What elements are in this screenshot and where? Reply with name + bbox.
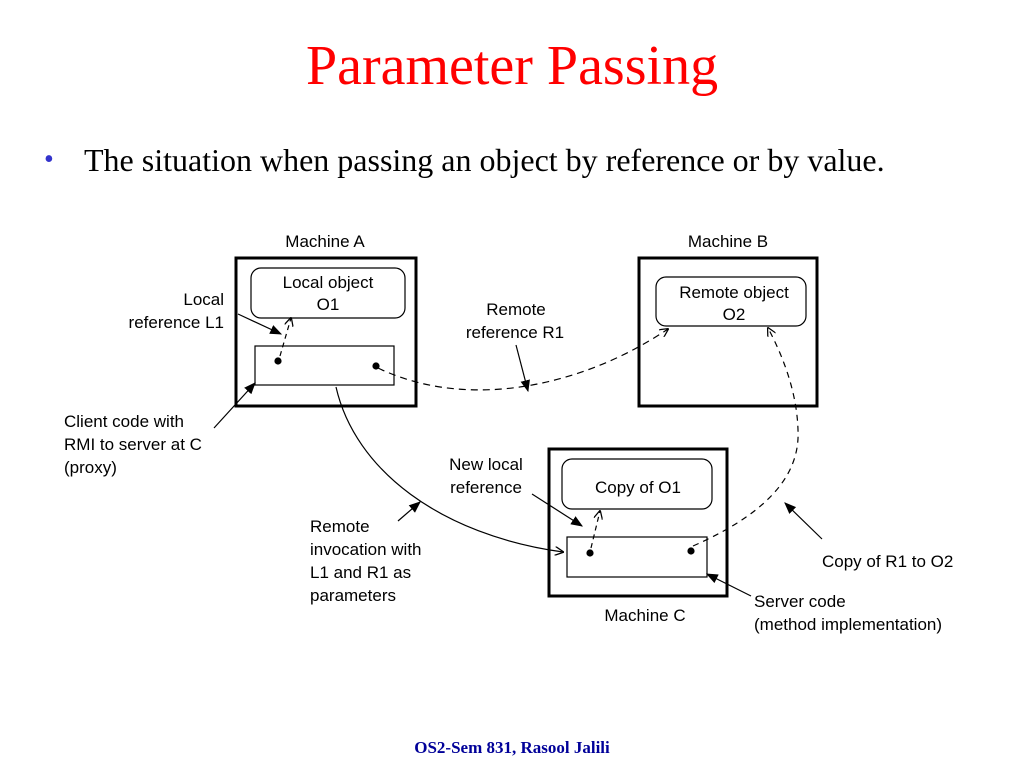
copy-r1-pointer — [784, 502, 823, 540]
local-ref-label-line1: Local — [183, 290, 224, 309]
new-local-ref-label-line2: reference — [450, 478, 522, 497]
annotation-pointers — [213, 313, 823, 597]
server-code-box — [566, 536, 708, 578]
local-object-o1-line1: Local object — [283, 273, 374, 292]
footer-credit: OS2-Sem 831, Rasool Jalili — [414, 738, 610, 757]
copy-of-o1-label: Copy of O1 — [595, 478, 681, 497]
client-code-label-line1: Client code with — [64, 412, 184, 431]
copy-r1-label: Copy of R1 to O2 — [822, 552, 953, 571]
remote-object-o2-line2: O2 — [723, 305, 746, 324]
remote-object-o2-line1: Remote object — [679, 283, 789, 302]
machine-b-label: Machine B — [688, 232, 768, 251]
remote-ref-pointer — [515, 344, 530, 393]
machine-c-label: Machine C — [604, 606, 685, 625]
remote-invocation-arrow — [335, 386, 563, 552]
client-code-label-line3: (proxy) — [64, 458, 117, 477]
client-code-label-line2: RMI to server at C — [64, 435, 202, 454]
invocation-label-line1: Remote — [310, 517, 370, 536]
machine-b: Machine B Remote object O2 — [637, 232, 819, 408]
local-object-o1-line2: O1 — [317, 295, 340, 314]
server-code-label-line2: (method implementation) — [754, 615, 942, 634]
bullet-text: The situation when passing an object by … — [84, 142, 885, 178]
machine-a-label: Machine A — [285, 232, 365, 251]
new-local-pointer — [531, 493, 584, 527]
remote-ref-label-line2: reference R1 — [466, 323, 564, 342]
proxy-ref-l1-dot — [274, 357, 282, 365]
slide-title: Parameter Passing — [305, 35, 719, 97]
server-new-ref-dot — [586, 549, 594, 557]
machine-c: Machine C Copy of O1 — [547, 447, 729, 625]
remote-ref-label-line1: Remote — [486, 300, 546, 319]
l1-to-o1-ref-arrow — [279, 318, 291, 357]
new-ref-to-copy-arrow — [590, 511, 600, 549]
invocation-pointer — [397, 501, 421, 522]
client-code-pointer — [213, 382, 256, 429]
server-code-pointer — [705, 573, 752, 597]
new-local-ref-label-line1: New local — [449, 455, 523, 474]
machine-b-box — [637, 256, 819, 408]
invocation-label-line4: parameters — [310, 586, 396, 605]
remote-object-o2-box — [655, 276, 807, 327]
r1-to-o2-ref-arrow — [377, 329, 668, 391]
copy-r1-to-o2-arrow — [692, 328, 799, 547]
machine-a: Machine A Local object O1 — [234, 232, 418, 408]
machine-a-box — [234, 256, 418, 408]
local-ref-pointer — [237, 313, 283, 335]
proxy-ref-r1-dot — [372, 362, 380, 370]
local-ref-label-line2: reference L1 — [129, 313, 224, 332]
invocation-label-line2: invocation with — [310, 540, 422, 559]
machine-c-box — [547, 447, 729, 598]
reference-arrows — [279, 318, 799, 549]
bullet-dot-icon: • — [44, 144, 54, 175]
client-proxy-box — [254, 345, 395, 386]
local-object-o1-box — [250, 267, 406, 319]
server-r1-copy-dot — [687, 547, 695, 555]
server-code-label-line1: Server code — [754, 592, 846, 611]
invocation-label-line3: L1 and R1 as — [310, 563, 411, 582]
copy-of-o1-box — [561, 458, 713, 510]
